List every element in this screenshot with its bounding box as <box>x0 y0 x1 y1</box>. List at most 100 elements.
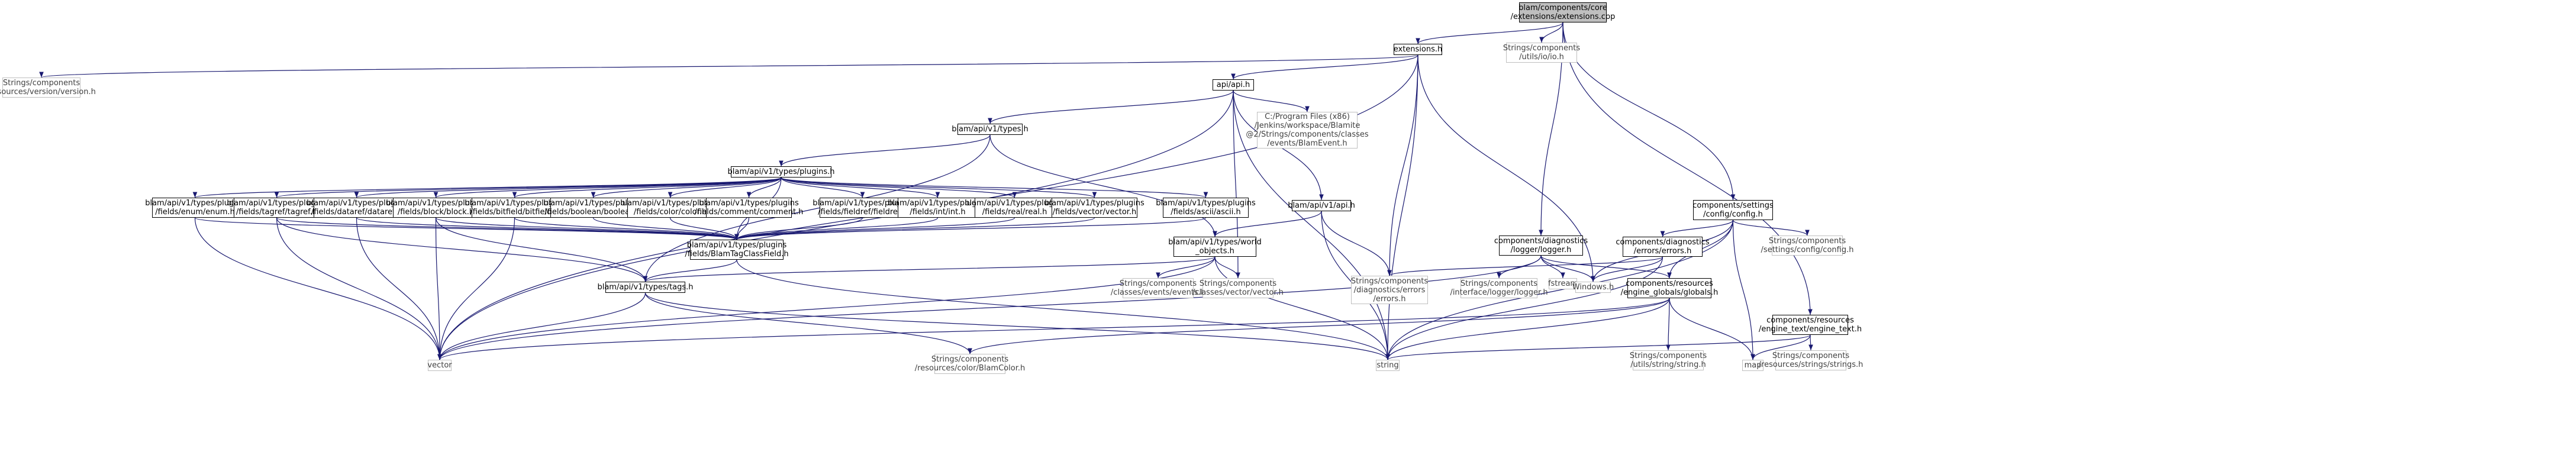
node-comment[interactable]: blam/api/v1/types/plugins /fields/commen… <box>695 198 803 218</box>
node-label: C:/Program Files (x86) /Jenkins/workspac… <box>1246 112 1369 148</box>
node-types-h[interactable]: blam/api/v1/types.h <box>952 124 1029 135</box>
edge-tagref-to-classfield <box>276 217 739 240</box>
edge-types-h-to-world-objects <box>989 134 1217 237</box>
node-label: blam/api/v1/types/plugins.h <box>727 167 835 176</box>
edge-globals-to-map <box>1669 298 1755 360</box>
node-label: components/resources /engine_text/engine… <box>1758 316 1862 334</box>
node-logger-iface[interactable]: Strings/components /interface/logger/log… <box>1450 278 1548 298</box>
node-label: blam/api/v1/api.h <box>1288 201 1355 210</box>
edge-ascii-to-classfield <box>734 217 1207 240</box>
node-string[interactable]: string <box>1376 360 1400 371</box>
node-label: blam/api/v1/types/plugins /fields/ascii/… <box>1156 199 1256 217</box>
node-strings-info[interactable]: Strings/components /utils/io/io.h <box>1503 43 1580 63</box>
edge-world-objects-to-events <box>1156 256 1216 279</box>
edge-settings-config-to-map <box>1732 220 1755 360</box>
edge-types-h-to-tags <box>643 134 991 282</box>
edge-dataref-to-vector <box>356 217 442 360</box>
edge-settings-config-to-settings-strings <box>1732 220 1810 236</box>
node-engine-text[interactable]: components/resources /engine_text/engine… <box>1759 315 1862 335</box>
edge-logger-to-globals <box>1540 255 1672 279</box>
node-label: blam/api/v1/types/plugins /fields/BlamTa… <box>685 241 789 259</box>
node-label: blam/components/core /extensions/extensi… <box>1510 4 1616 21</box>
edge-engine-text-to-string <box>1385 334 1811 360</box>
edge-tags-to-vector <box>437 292 646 360</box>
node-ascii[interactable]: blam/api/v1/types/plugins /fields/ascii/… <box>1156 198 1256 218</box>
node-stringutil[interactable]: Strings/components /utils/string/string.… <box>1630 350 1707 370</box>
edge-api-h-to-string <box>1233 90 1390 360</box>
node-plugins-h[interactable]: blam/api/v1/types/plugins.h <box>728 166 835 178</box>
edge-extensions-h-to-windows <box>1417 54 1595 282</box>
node-bitfield[interactable]: blam/api/v1/types/plugins /fields/bitfie… <box>465 198 565 218</box>
node-dataref[interactable]: blam/api/v1/types/plugins /fields/datare… <box>307 198 407 218</box>
node-tagref[interactable]: blam/api/v1/types/plugins /fields/tagref… <box>227 198 327 218</box>
node-label: blam/api/v1/types.h <box>952 125 1029 134</box>
node-vector[interactable]: vector <box>427 360 452 371</box>
node-strings-errors[interactable]: Strings/components /diagnostics/errors /… <box>1351 276 1428 304</box>
node-strings-version[interactable]: Strings/components /resources/version/ve… <box>0 78 96 98</box>
edge-tagref-to-vector <box>276 217 442 360</box>
node-label: string <box>1376 361 1399 370</box>
edge-diag-errors-to-strings-errors <box>1387 256 1663 276</box>
node-real[interactable]: blam/api/v1/types/plugins /fields/real/r… <box>965 198 1065 218</box>
node-tags[interactable]: blam/api/v1/types/tags.h <box>597 282 694 293</box>
edge-classfield-to-string <box>736 259 1390 360</box>
edge-world-objects-to-string <box>1214 256 1390 360</box>
edge-int-to-classfield <box>734 217 939 240</box>
node-diag-errors[interactable]: components/diagnostics /errors/errors.h <box>1616 237 1710 257</box>
node-vector-h[interactable]: Strings/components /classes/vector/vecto… <box>1192 278 1284 298</box>
node-world-objects[interactable]: blam/api/v1/types/world _objects.h <box>1168 237 1262 257</box>
edge-color-to-classfield <box>669 217 739 240</box>
node-globals[interactable]: components/resources /engine_globals/glo… <box>1621 278 1718 298</box>
edge-block-to-tags <box>435 217 648 282</box>
edge-tagref-to-tags <box>276 217 648 282</box>
node-label: components/settings /config/config.h <box>1692 201 1774 219</box>
edge-block-to-vector <box>435 217 442 360</box>
node-api-v1[interactable]: blam/api/v1/api.h <box>1288 200 1355 211</box>
edge-plugins-h-to-dataref <box>354 177 782 198</box>
node-events[interactable]: Strings/components /classes/events/event… <box>1111 278 1205 298</box>
node-windows[interactable]: Windows.h <box>1572 282 1614 293</box>
node-strings-strings[interactable]: Strings/components /resources/strings/st… <box>1759 350 1863 370</box>
node-label: Strings/components /diagnostics/errors /… <box>1350 276 1429 304</box>
edge-root-to-settings-config <box>1562 22 1736 201</box>
node-label: blam/api/v1/types/plugins /fields/datare… <box>307 199 407 217</box>
node-label: blam/api/v1/types/plugins /fields/block/… <box>386 199 486 217</box>
edge-fieldref-to-classfield <box>734 217 863 240</box>
node-label: blam/api/v1/types/plugins /fields/real/r… <box>965 199 1065 217</box>
edge-api-h-to-types-h <box>988 90 1234 124</box>
node-label: blam/api/v1/types/plugins /fields/fieldr… <box>813 199 913 217</box>
node-label: Strings/components /classes/vector/vecto… <box>1192 279 1284 297</box>
edge-world-objects-to-vector <box>437 256 1216 360</box>
node-root[interactable]: blam/components/core /extensions/extensi… <box>1511 2 1615 22</box>
edge-engine-text-to-strings-strings <box>1808 334 1813 351</box>
edge-root-to-engine-text <box>1562 22 1813 315</box>
node-api-h[interactable]: api/api.h <box>1213 79 1254 91</box>
node-settings-strings[interactable]: Strings/components /settings/config/conf… <box>1761 236 1853 256</box>
edge-settings-config-to-string <box>1385 220 1734 360</box>
node-settings-config[interactable]: components/settings /config/config.h <box>1692 200 1774 220</box>
node-extensions-h[interactable]: extensions.h <box>1394 44 1442 55</box>
edge-block-to-classfield <box>435 217 739 240</box>
node-fstream[interactable]: fstream <box>1548 278 1578 289</box>
node-classfield[interactable]: blam/api/v1/types/plugins /fields/BlamTa… <box>685 240 789 260</box>
node-vector-field[interactable]: blam/api/v1/types/plugins /fields/vector… <box>1044 198 1144 218</box>
node-label: Strings/components /classes/events/event… <box>1110 279 1206 297</box>
edge-vector-field-to-classfield <box>734 217 1095 240</box>
edge-extensions-h-to-api-h <box>1231 54 1418 80</box>
node-block[interactable]: blam/api/v1/types/plugins /fields/block/… <box>386 198 486 218</box>
node-logger[interactable]: components/diagnostics /logger/logger.h <box>1494 236 1588 256</box>
node-int[interactable]: blam/api/v1/types/plugins /fields/int/in… <box>888 198 988 218</box>
edge-dataref-to-classfield <box>356 217 739 240</box>
node-fieldref[interactable]: blam/api/v1/types/plugins /fields/fieldr… <box>813 198 913 218</box>
node-program-files[interactable]: C:/Program Files (x86) /Jenkins/workspac… <box>1246 112 1369 149</box>
node-enum[interactable]: blam/api/v1/types/plugins /fields/enum/e… <box>145 198 245 218</box>
node-map[interactable]: map <box>1742 360 1763 371</box>
edge-enum-to-vector <box>194 217 442 360</box>
node-label: api/api.h <box>1216 80 1250 89</box>
node-blamcolor[interactable]: Strings/components /resources/color/Blam… <box>915 354 1025 374</box>
edge-globals-to-blamcolor <box>968 298 1670 354</box>
node-color[interactable]: blam/api/v1/types/plugins /fields/color/… <box>620 198 720 218</box>
node-label: blam/api/v1/types/plugins /fields/vector… <box>1044 199 1144 217</box>
node-label: blam/api/v1/types/plugins /fields/int/in… <box>888 199 988 217</box>
edge-globals-to-stringutil <box>1666 298 1671 351</box>
